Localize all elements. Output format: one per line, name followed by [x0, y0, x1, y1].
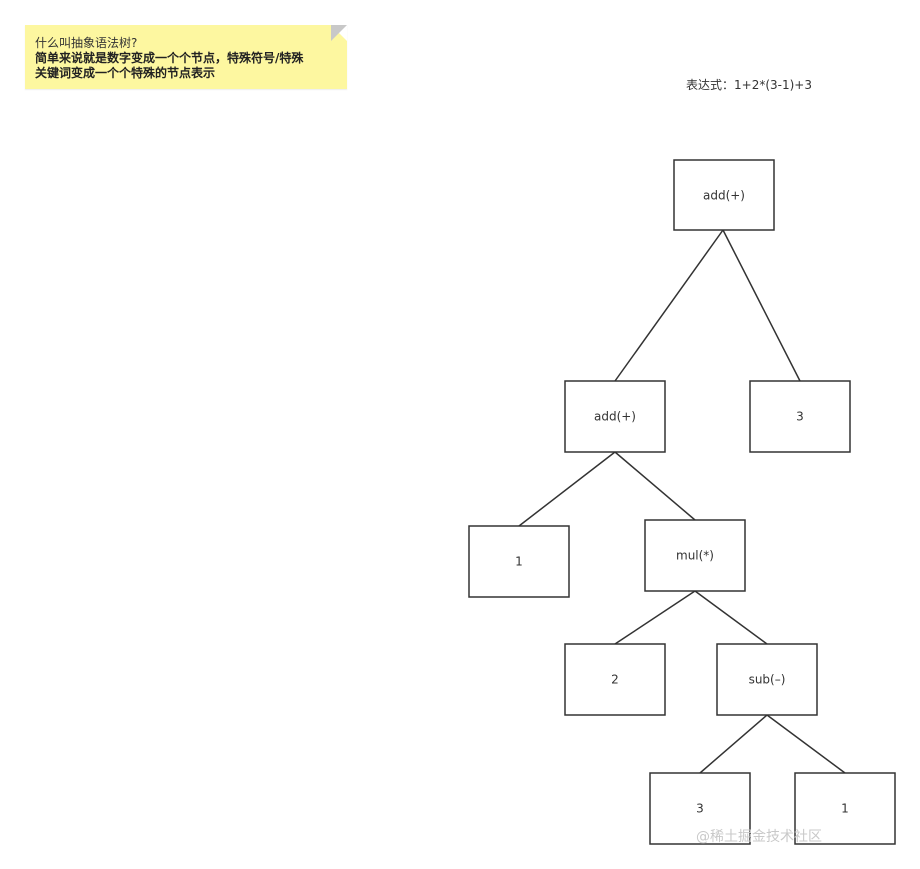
edge-add-one: [518, 451, 616, 527]
edge-root-add: [614, 229, 724, 382]
node-sub-one-box: [794, 772, 896, 845]
sticky-note: 什么叫抽象语法树? 简单来说就是数字变成一个个节点，特殊符号/特殊 关键词变成一…: [25, 25, 347, 89]
node-root-box: [673, 159, 775, 231]
node-sub-three-label: 3: [696, 802, 704, 816]
edge-add-mul: [614, 451, 696, 521]
node-labels: add(+) add(+) 3 1 mul(*) 2 sub(–) 3 1: [515, 189, 849, 816]
note-line-1: 简单来说就是数字变成一个个节点，特殊符号/特殊: [35, 51, 304, 65]
node-sub-one-label: 1: [841, 802, 849, 816]
expression-label: 表达式：1+2*(3-1)+3: [686, 78, 812, 92]
node-one-left-box: [468, 525, 570, 598]
edge-sub-three: [699, 714, 768, 774]
node-sub-label: sub(–): [749, 673, 786, 687]
watermark: @稀土掘金技术社区: [696, 829, 822, 845]
node-three-right-label: 3: [796, 410, 804, 424]
note-text: 什么叫抽象语法树? 简单来说就是数字变成一个个节点，特殊符号/特殊 关键词变成一…: [35, 36, 303, 81]
node-add-label: add(+): [594, 410, 636, 424]
node-root-label: add(+): [703, 189, 745, 203]
node-sub-three-box: [649, 772, 751, 845]
tree-nodes: [468, 159, 896, 845]
node-two-label: 2: [611, 673, 619, 687]
node-one-left-label: 1: [515, 555, 523, 569]
tree-edges: [518, 229, 846, 774]
node-sub-box: [716, 643, 818, 716]
edge-mul-sub: [694, 590, 768, 645]
node-three-right-box: [749, 380, 851, 453]
node-mul-box: [644, 519, 746, 592]
node-two-box: [564, 643, 666, 716]
node-add-box: [564, 380, 666, 453]
note-question: 什么叫抽象语法树?: [35, 36, 138, 50]
edge-mul-two: [614, 590, 696, 645]
note-line-2: 关键词变成一个个特殊的节点表示: [35, 66, 216, 80]
edge-sub-one: [766, 714, 846, 774]
node-mul-label: mul(*): [676, 549, 714, 563]
note-fold-shadow: [331, 25, 347, 41]
edge-root-three: [722, 229, 801, 382]
